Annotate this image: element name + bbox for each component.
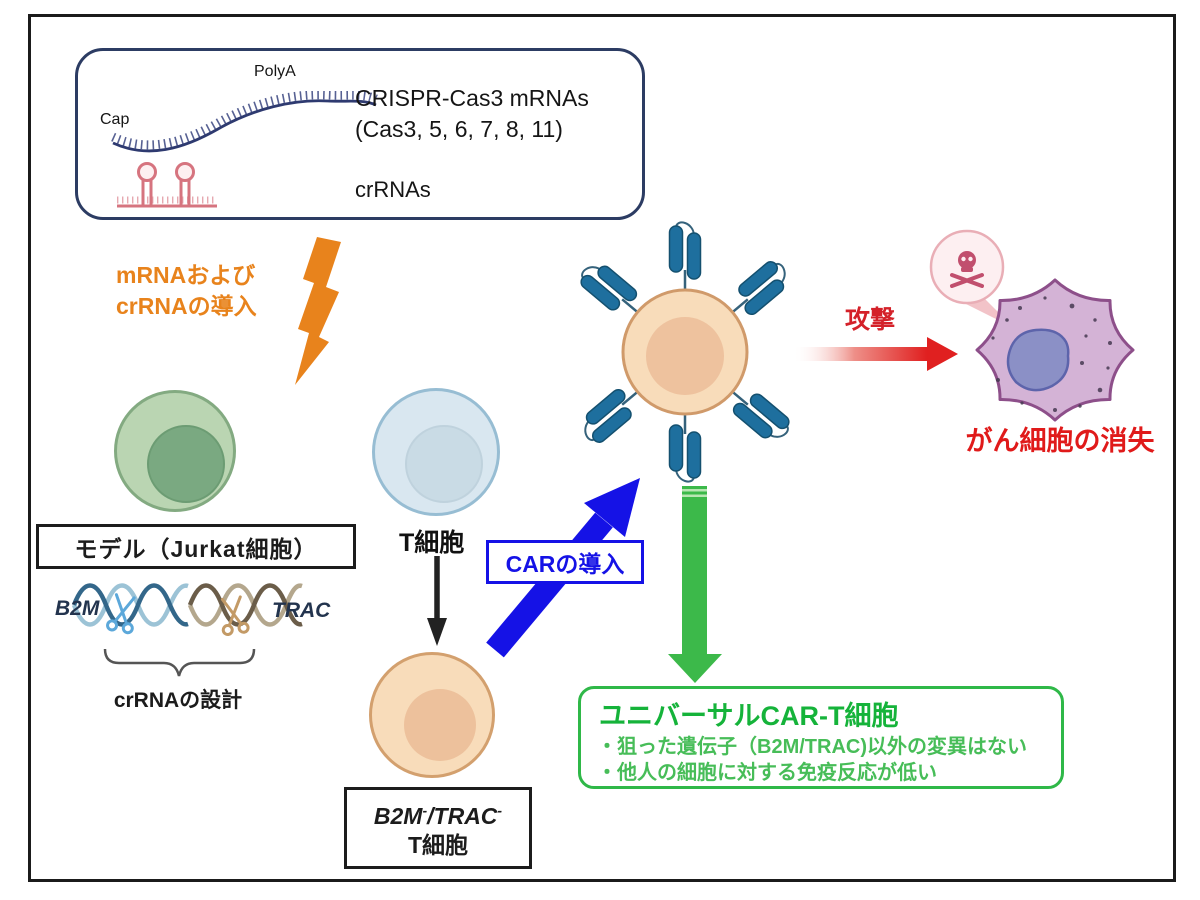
jurkat-cell-nucleus: [147, 425, 225, 503]
down-arrow: [427, 556, 447, 646]
t-cell-label: T細胞: [399, 529, 465, 557]
mrna-wave-illustration: [111, 91, 378, 153]
car-introduction-label: CARの導入: [505, 551, 625, 577]
car-receptor-icon: [580, 265, 639, 314]
car-receptor-icon: [668, 221, 702, 290]
ko-t-cell-nucleus: [404, 689, 476, 761]
brace-icon: [103, 648, 256, 677]
transfection-label-line2: crRNAの導入: [116, 293, 257, 319]
model-label: モデル（Jurkat細胞）: [74, 535, 318, 562]
universal-cart-title: ユニバーサルCAR-T細胞: [599, 701, 899, 731]
universal-cart-bullet-1: ・狙った遺伝子（B2M/TRAC)以外の変異はない: [597, 736, 1027, 758]
skull-crossbones-icon: [929, 229, 1014, 328]
crrnas-label: crRNAs: [355, 177, 431, 202]
crrna-hairpin-illustration: [117, 162, 217, 208]
t-cell-illustration: [372, 388, 500, 516]
universal-cart-bullet-2: ・他人の細胞に対する免疫反応が低い: [597, 762, 937, 784]
ko-t-cell-illustration: [369, 652, 495, 778]
transfection-label-line1: mRNAおよび: [116, 262, 256, 288]
mrna-crrna-box: PolyA Cap CRISPR-Cas3 mRNAs (Cas3, 5, 6,…: [75, 48, 645, 220]
transfection-label: mRNAおよび crRNAの導入: [116, 260, 257, 322]
crrna-design-label: crRNAの設計: [113, 689, 243, 712]
ko-cell-label-line1: B2M-/TRAC-: [373, 802, 503, 829]
lightning-bolt-icon: [295, 237, 341, 385]
cancer-elimination-label: がん細胞の消失: [965, 426, 1155, 456]
car-introduction-label-box: CARの導入: [486, 540, 644, 584]
ko-cell-label-box: B2M-/TRAC- T細胞: [344, 787, 532, 869]
attack-label: 攻撃: [845, 306, 896, 334]
b2m-dna-illustration: [71, 583, 189, 627]
trac-dna-illustration: [187, 583, 303, 627]
car-receptor-icon: [584, 388, 639, 443]
cap-label: Cap: [100, 111, 130, 128]
outer-frame: [28, 14, 1176, 882]
crispr-mrnas-title-line1: CRISPR-Cas3 mRNAs: [355, 85, 589, 111]
crispr-mrnas-title: CRISPR-Cas3 mRNAs (Cas3, 5, 6, 7, 8, 11): [355, 83, 589, 145]
car-receptor-icon: [731, 261, 786, 316]
scissors-icon-trac: [220, 595, 250, 636]
ko-cell-label-line2: T細胞: [407, 831, 469, 858]
universal-cart-box: ユニバーサルCAR-T細胞 ・狙った遺伝子（B2M/TRAC)以外の変異はない …: [578, 686, 1064, 789]
b2m-gene-label: B2M: [55, 597, 100, 620]
universal-result-arrow: [668, 486, 722, 683]
attack-arrow: [795, 337, 958, 371]
jurkat-cell-illustration: [114, 390, 236, 512]
cancer-cell-illustration: [975, 278, 1135, 422]
car-t-cell-illustration: [580, 221, 790, 483]
scissors-icon-b2m: [106, 593, 136, 635]
polya-label: PolyA: [254, 63, 296, 80]
cancer-cell-speckles: [991, 296, 1112, 412]
trac-gene-label: TRAC: [272, 599, 331, 622]
crispr-mrnas-title-line2: (Cas3, 5, 6, 7, 8, 11): [355, 116, 563, 142]
car-receptor-icon: [731, 390, 790, 439]
model-label-box: モデル（Jurkat細胞）: [36, 524, 356, 569]
t-cell-nucleus: [405, 425, 483, 503]
car-receptor-icon: [668, 414, 702, 483]
